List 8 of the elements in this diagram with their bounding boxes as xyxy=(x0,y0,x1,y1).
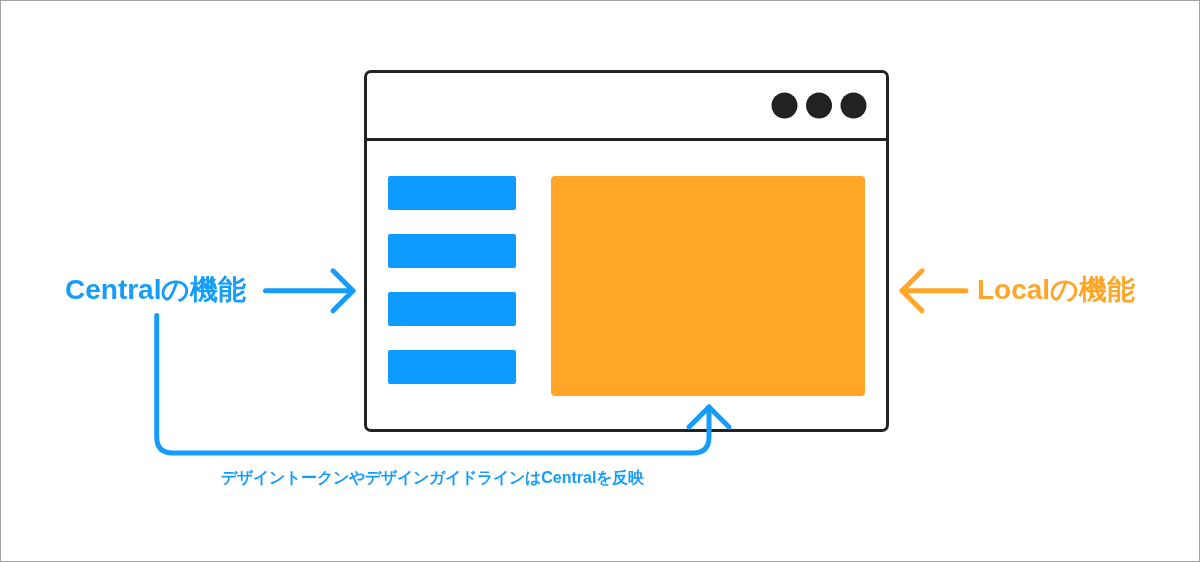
arrow xyxy=(154,313,732,456)
arrow xyxy=(899,268,969,314)
feature-label: Localの機能 xyxy=(977,273,1136,307)
browser-window xyxy=(364,70,889,432)
edge-label: デザイントークンやデザインガイドラインはCentralを反映 xyxy=(221,468,645,488)
arrow xyxy=(262,268,356,314)
feature-label: Centralの機能 xyxy=(65,273,247,307)
content-block xyxy=(551,176,865,396)
